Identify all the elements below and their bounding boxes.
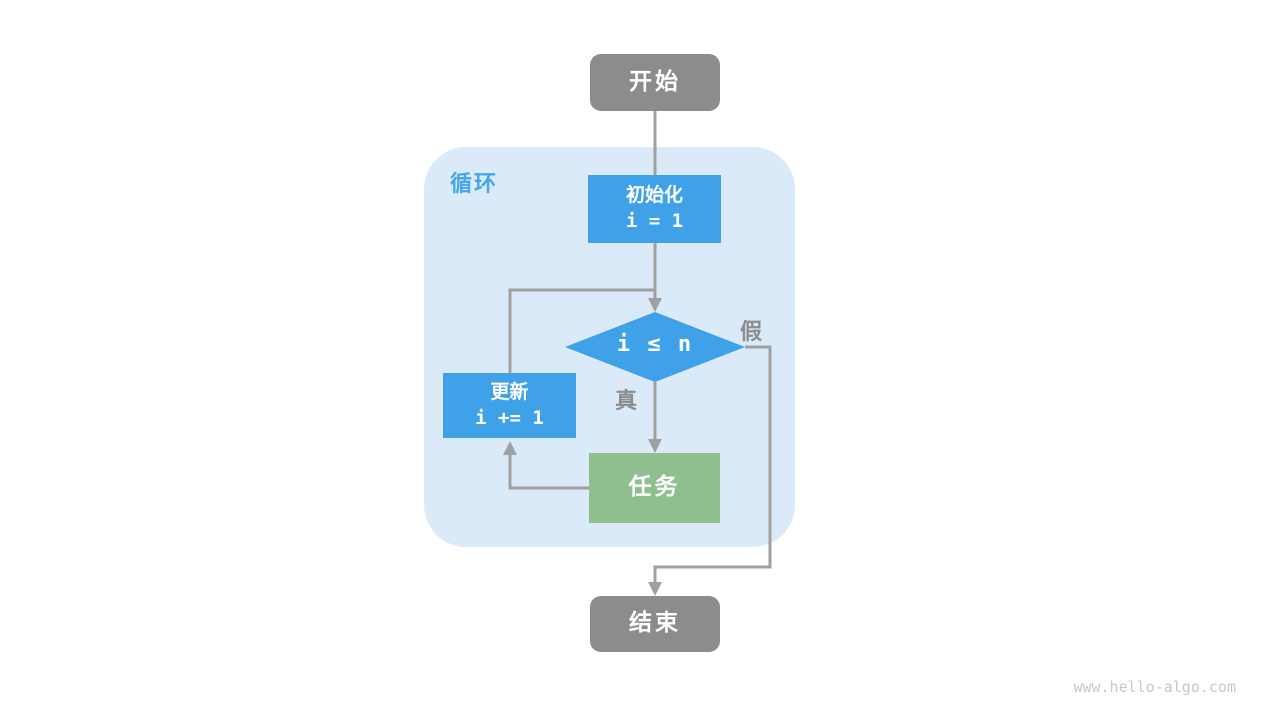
connector-update-to-junction	[508, 288, 655, 373]
end-node: 结束	[590, 596, 720, 652]
arrowhead-into-update	[503, 441, 517, 455]
arrowhead-into-task	[648, 439, 662, 453]
connector-condition-to-end	[653, 345, 772, 583]
init-node-title: 初始化	[625, 184, 683, 207]
update-node: 更新 i += 1	[443, 373, 576, 438]
task-node-label: 任务	[628, 474, 681, 501]
end-node-label: 结束	[629, 610, 681, 637]
false-branch-label: 假	[740, 320, 763, 345]
loop-region-label: 循环	[450, 172, 499, 197]
true-branch-label: 真	[615, 389, 638, 414]
arrowhead-into-condition	[648, 298, 662, 312]
task-node: 任务	[589, 453, 720, 523]
update-node-title: 更新	[490, 380, 529, 403]
start-node-label: 开始	[629, 68, 681, 95]
init-node-code: i = 1	[625, 210, 684, 232]
init-node: 初始化 i = 1	[588, 175, 721, 243]
watermark-url: www.hello-algo.com	[1073, 678, 1236, 696]
update-node-code: i += 1	[475, 406, 544, 429]
arrowhead-into-end	[648, 582, 662, 596]
condition-diamond	[565, 312, 745, 382]
condition-node-label: i ≤ n	[616, 332, 694, 357]
start-node: 开始	[590, 54, 720, 111]
connector-task-to-update	[508, 454, 589, 490]
